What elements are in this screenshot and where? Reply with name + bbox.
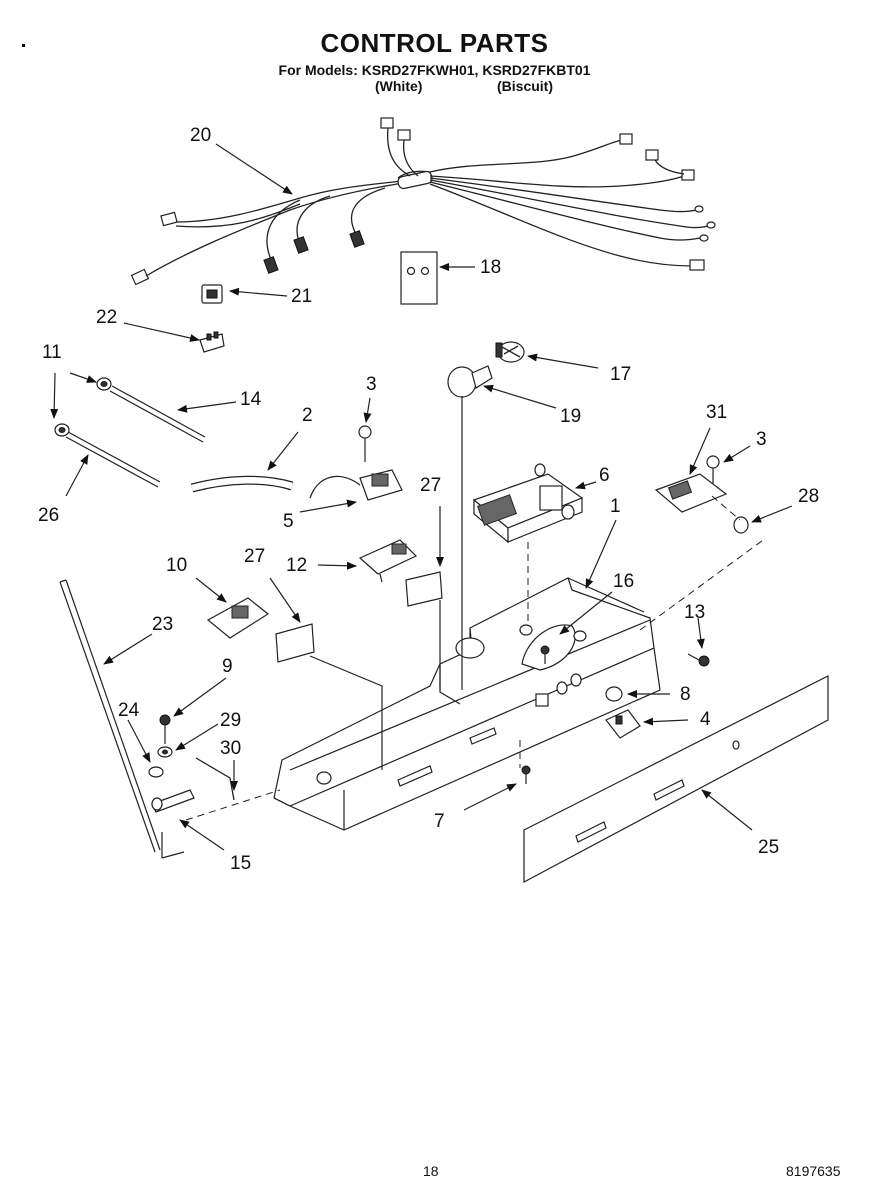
page-title: CONTROL PARTS xyxy=(320,28,549,58)
screw-9 xyxy=(159,714,171,744)
variant-white: (White) xyxy=(375,78,423,94)
alignment-lines xyxy=(161,396,767,859)
callout-16: 16 xyxy=(613,571,634,592)
callout-2: 2 xyxy=(302,405,313,426)
connector-block-18 xyxy=(400,251,438,305)
callout-18: 18 xyxy=(480,257,501,278)
page-number: 18 xyxy=(423,1163,439,1179)
callout-4: 4 xyxy=(700,709,711,730)
callout-24: 24 xyxy=(118,700,140,721)
callout-27a: 27 xyxy=(244,546,265,567)
socket-17 xyxy=(495,341,525,363)
callout-17: 17 xyxy=(610,364,631,385)
bracket-12 xyxy=(358,539,418,583)
clip-21 xyxy=(201,284,223,304)
callout-labels: 20 21 18 22 17 19 11 14 26 3 2 5 6 31 3 … xyxy=(38,125,819,874)
switch-5 xyxy=(309,425,403,501)
document-number: 8197635 xyxy=(786,1163,841,1179)
callout-12: 12 xyxy=(286,555,307,576)
callout-23: 23 xyxy=(152,614,173,635)
callout-13: 13 xyxy=(684,602,705,623)
callout-30: 30 xyxy=(220,738,241,759)
control-housing-1 xyxy=(273,577,661,831)
wire-30 xyxy=(195,757,235,801)
callout-28: 28 xyxy=(798,486,819,507)
callout-27b: 27 xyxy=(420,475,441,496)
screw-7 xyxy=(521,765,531,784)
callout-31: 31 xyxy=(706,402,727,423)
callout-21: 21 xyxy=(291,286,312,307)
callout-8: 8 xyxy=(680,684,691,705)
callout-3a: 3 xyxy=(366,374,377,395)
part-31 xyxy=(654,455,749,534)
callout-5: 5 xyxy=(283,511,294,532)
callout-14: 14 xyxy=(240,389,262,410)
models-line: For Models: KSRD27FKWH01, KSRD27FKBT01 xyxy=(278,62,591,78)
rods xyxy=(54,377,206,488)
washer-24 xyxy=(148,766,164,778)
wire-harness xyxy=(130,117,716,286)
callout-29: 29 xyxy=(220,710,241,731)
callout-22: 22 xyxy=(96,307,117,328)
screw-16 xyxy=(540,645,550,664)
callout-20: 20 xyxy=(190,125,211,146)
rod-23 xyxy=(59,579,161,853)
bracket-10 xyxy=(206,597,270,639)
callout-19: 19 xyxy=(560,406,581,427)
screw-13 xyxy=(687,653,710,667)
variant-biscuit: (Biscuit) xyxy=(497,78,553,94)
callout-11: 11 xyxy=(42,342,62,363)
callout-26: 26 xyxy=(38,505,59,526)
callout-9: 9 xyxy=(222,656,233,677)
bracket-15 xyxy=(151,789,195,813)
callout-10: 10 xyxy=(166,555,187,576)
callout-25: 25 xyxy=(758,837,779,858)
clip-22 xyxy=(199,331,225,353)
panel-25 xyxy=(523,675,829,883)
callout-6: 6 xyxy=(599,465,610,486)
thermostat-4 xyxy=(605,709,641,739)
callout-3b: 3 xyxy=(756,429,767,450)
stray-mark xyxy=(22,44,25,47)
control-board-6 xyxy=(472,463,584,544)
light-bulb-19 xyxy=(447,365,493,398)
label-27-right xyxy=(405,571,443,607)
callout-15: 15 xyxy=(230,853,251,874)
knob-8 xyxy=(605,686,623,702)
washer-29 xyxy=(157,746,173,758)
leader-lines xyxy=(50,143,793,851)
callout-1: 1 xyxy=(610,496,621,517)
callout-7: 7 xyxy=(434,811,445,832)
label-27-left xyxy=(275,623,315,663)
